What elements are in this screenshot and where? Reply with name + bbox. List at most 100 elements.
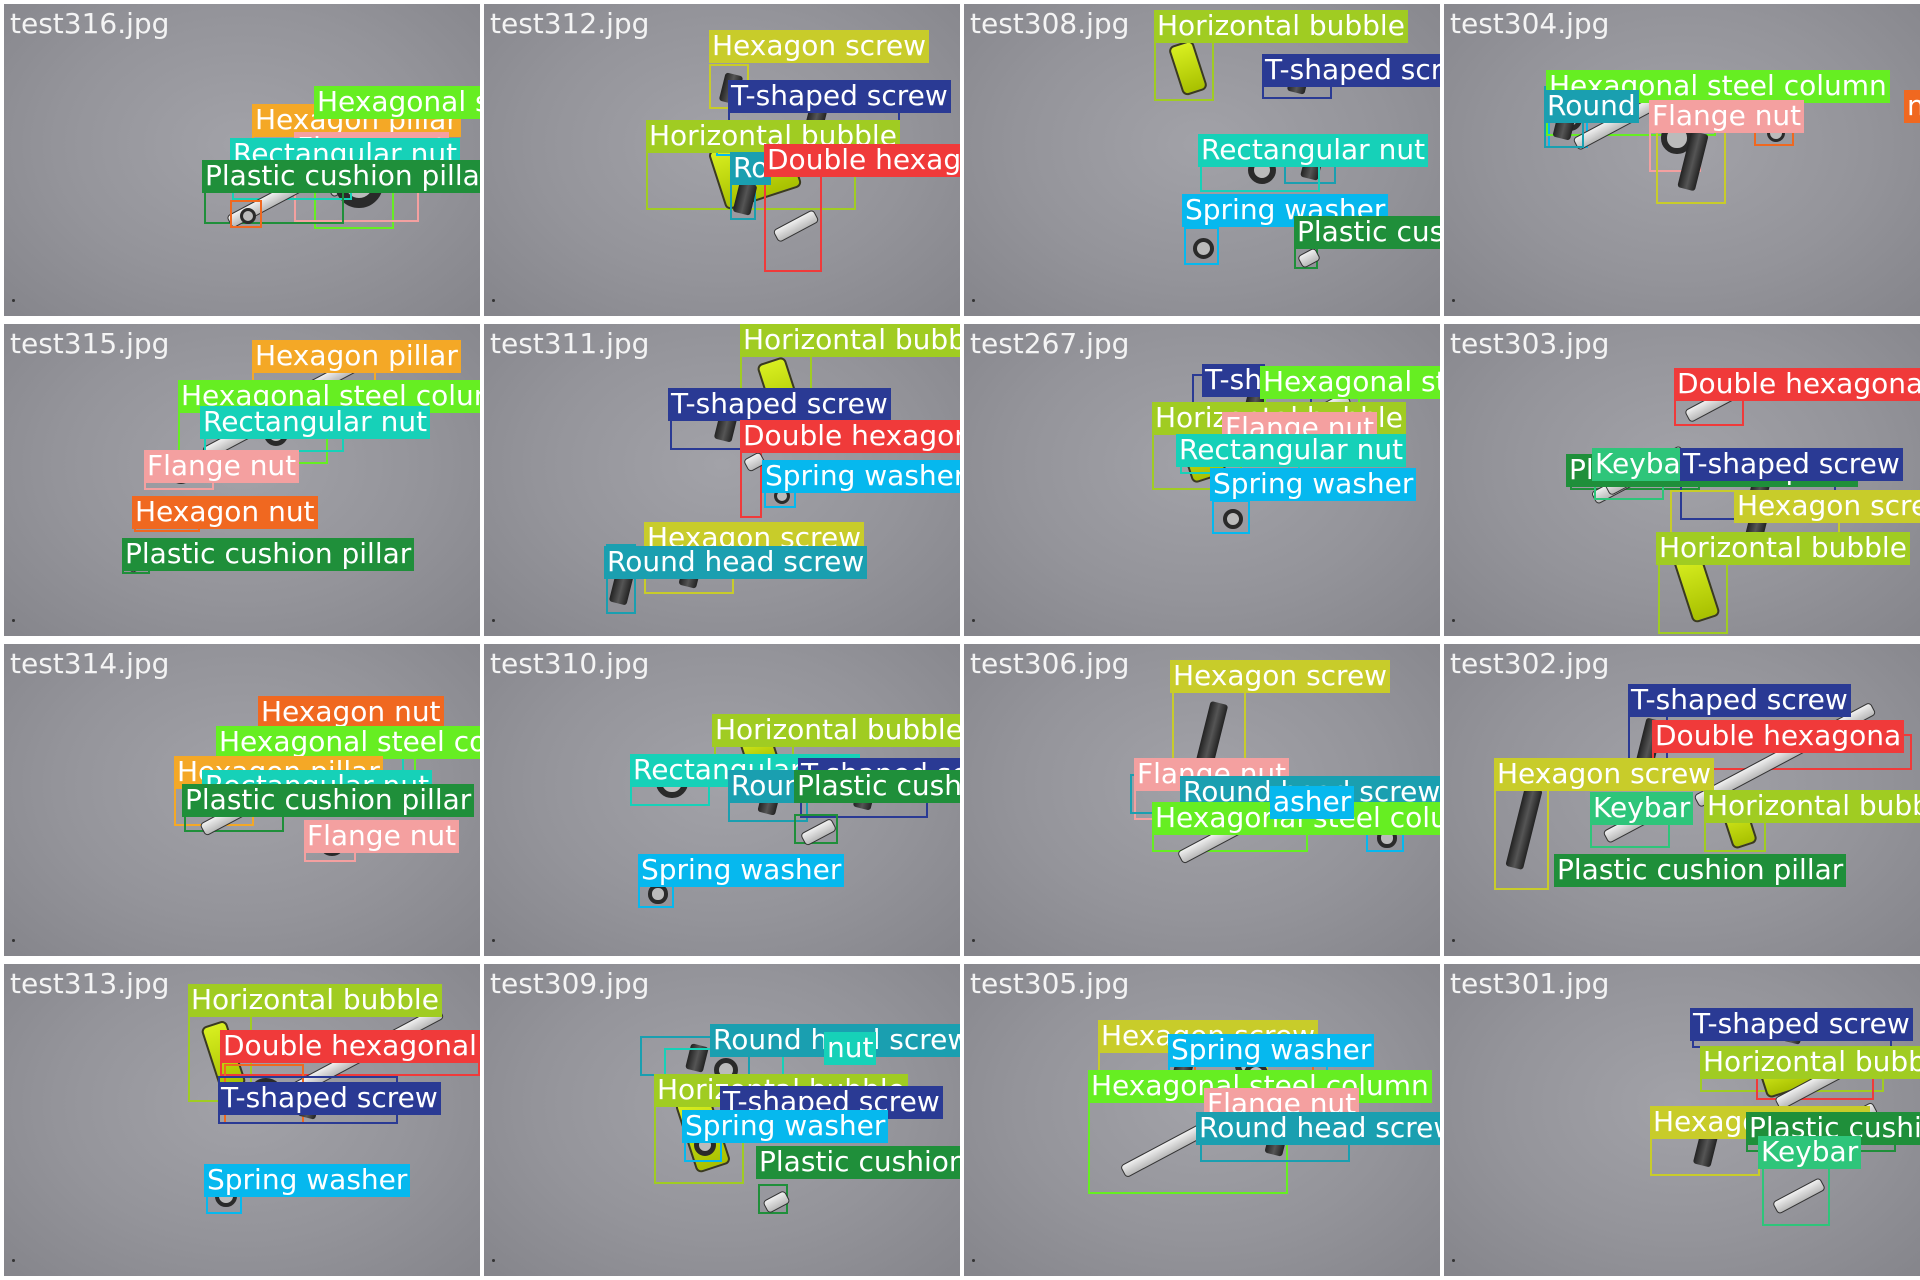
detection-label: Hexagon screw <box>1494 758 1715 791</box>
tile-filename: test311.jpg <box>490 327 650 360</box>
detection-label: Plastic cushion pillar <box>202 160 480 193</box>
detection-label: Plastic cushion pillar <box>182 784 475 817</box>
detection-label: T-sh <box>1202 364 1265 397</box>
tile-filename: test310.jpg <box>490 647 650 680</box>
detection-label: Spring washer <box>638 854 845 887</box>
tile-filename: test303.jpg <box>1450 327 1610 360</box>
detection-label: Hexagon screw <box>1170 660 1391 693</box>
detection-label: Hexagon scre <box>1734 490 1920 523</box>
tile-filename: test308.jpg <box>970 7 1130 40</box>
detection-label: Flange nut <box>144 450 300 483</box>
detection-label: asher <box>1270 786 1355 819</box>
detection-label: Hexagonal steel column <box>314 86 480 119</box>
detection-label: Horizontal bubble <box>188 984 442 1017</box>
detection-label: Hexagon pillar <box>252 340 461 373</box>
bounding-box <box>1212 500 1250 534</box>
bounding-box <box>764 174 822 272</box>
detection-label: Hexagon nut <box>132 496 318 529</box>
detection-label: T-shaped screw <box>1628 684 1851 717</box>
detection-label: Round head screw <box>604 546 868 579</box>
bounding-box <box>1184 227 1219 265</box>
detection-label: Hexagonal steel column <box>1260 366 1440 399</box>
tile-filename: test313.jpg <box>10 967 170 1000</box>
detection-label: Horizontal bubble <box>740 324 960 357</box>
detection-label: Double hexagona <box>1652 720 1905 753</box>
bounding-box <box>230 200 262 228</box>
tile-filename: test314.jpg <box>10 647 170 680</box>
detection-label: Horizontal bubble <box>1154 10 1408 43</box>
detection-label: Spring washer <box>682 1110 889 1143</box>
detection-label: Keybar <box>1758 1136 1862 1169</box>
detection-label: Roun <box>728 770 805 803</box>
detection-label: T-shaped screw <box>1690 1008 1913 1041</box>
detection-label: T-shaped screw <box>728 80 951 113</box>
detection-label: Double hexagonal column <box>740 420 960 453</box>
detection-label: T-shaped screw <box>668 388 891 421</box>
detection-label: Plastic cushion pillar <box>122 538 415 571</box>
detection-label: Rectangular nut <box>200 406 431 439</box>
bounding-box <box>794 814 838 847</box>
bounding-box <box>638 876 674 908</box>
detection-label: Plastic cushion pillar <box>1554 854 1847 887</box>
detection-label: Double hexagonal column <box>220 1030 480 1063</box>
detection-label: Plastic cushion pillar <box>1294 216 1440 249</box>
tile-filename: test267.jpg <box>970 327 1130 360</box>
detection-label: T-shaped screw <box>1262 54 1440 87</box>
detection-label: Double hexagona <box>1674 368 1920 401</box>
ring-object <box>1222 508 1244 530</box>
detection-label: Hexagon nut <box>258 696 444 729</box>
tile-filename: test312.jpg <box>490 7 650 40</box>
rod-object <box>1772 1177 1826 1215</box>
detection-label: Keybar <box>1590 792 1694 825</box>
tile-filename: test302.jpg <box>1450 647 1610 680</box>
detection-label: nu <box>1904 90 1920 123</box>
ring-object <box>1193 237 1214 259</box>
detection-label: Horizontal bubb <box>1704 790 1920 823</box>
detection-label: Horizontal bubble <box>712 714 960 747</box>
bubble-level-object <box>1167 38 1209 97</box>
tile-filename: test309.jpg <box>490 967 650 1000</box>
screw-object <box>1504 786 1543 870</box>
rod-object <box>772 209 820 243</box>
detection-label: Round head screw <box>1196 1112 1440 1145</box>
detection-label: T-shaped screw <box>1680 448 1903 481</box>
detection-label: Flange nut <box>1649 100 1805 133</box>
detection-label: Spring washer <box>1168 1034 1375 1067</box>
detection-label: Hexagonal steel column <box>216 726 480 759</box>
screw-object <box>732 180 758 216</box>
tile-filename: test315.jpg <box>10 327 170 360</box>
detection-label: Flange nut <box>304 820 460 853</box>
rod-object <box>1296 247 1322 269</box>
bounding-box <box>1762 1160 1830 1226</box>
detection-label: Horizontal bubble <box>1656 532 1910 565</box>
detection-label: Plastic cushion pillar <box>756 1146 960 1179</box>
bounding-box <box>606 544 638 614</box>
tile-filename: test304.jpg <box>1450 7 1610 40</box>
tile-filename: test305.jpg <box>970 967 1130 1000</box>
tile-filename: test306.jpg <box>970 647 1130 680</box>
detection-label: Spring washer <box>762 460 960 493</box>
tile-filename: test316.jpg <box>10 7 170 40</box>
detection-label: Horizontal bubb <box>1700 1046 1920 1079</box>
detection-label: Rectangular nut <box>1198 134 1429 167</box>
detection-label: Double hexagonal column <box>764 144 960 177</box>
detection-label: Hexagon screw <box>709 30 930 63</box>
detection-label: nut <box>824 1032 877 1065</box>
detection-label: Keyba <box>1592 448 1684 481</box>
